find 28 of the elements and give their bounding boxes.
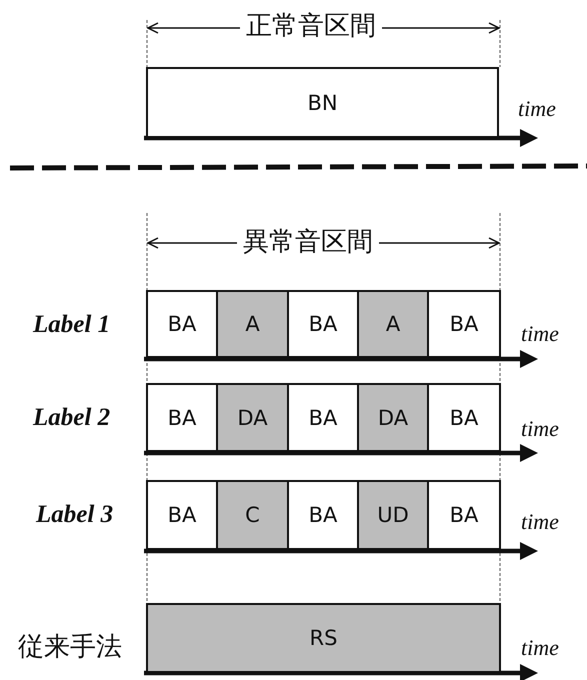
segment-box: BN [146,67,499,138]
segment-box: BA [287,480,359,550]
segment-box: BA [146,383,218,452]
axis-label: time [521,510,559,534]
segment-box: DA [357,383,429,452]
segment-box: C [216,480,289,550]
segment-box: BA [427,383,501,452]
segment-box: BA [146,290,218,358]
segment-box: UD [357,480,429,550]
row-label: Label 2 [33,404,110,432]
axis-label: time [518,97,556,122]
segment-box: A [216,290,289,358]
interval-label: 正常音区間 [240,12,382,41]
row-label: Label 3 [36,501,114,528]
axis-label: time [521,417,559,442]
axis-label: time [521,636,559,660]
segment-box: BA [427,290,501,358]
segment-box: BA [146,480,218,550]
segment-box: BA [287,290,359,358]
row-label: Label 1 [33,311,110,338]
segment-box: BA [427,480,501,550]
segment-box: RS [146,603,501,673]
interval-label: 異常音区間 [237,228,379,257]
segment-box: DA [216,383,289,452]
axis-label: time [521,322,559,346]
segment-box: BA [287,383,359,452]
method-label: 従来手法 [18,633,122,662]
segment-box: A [357,290,429,358]
